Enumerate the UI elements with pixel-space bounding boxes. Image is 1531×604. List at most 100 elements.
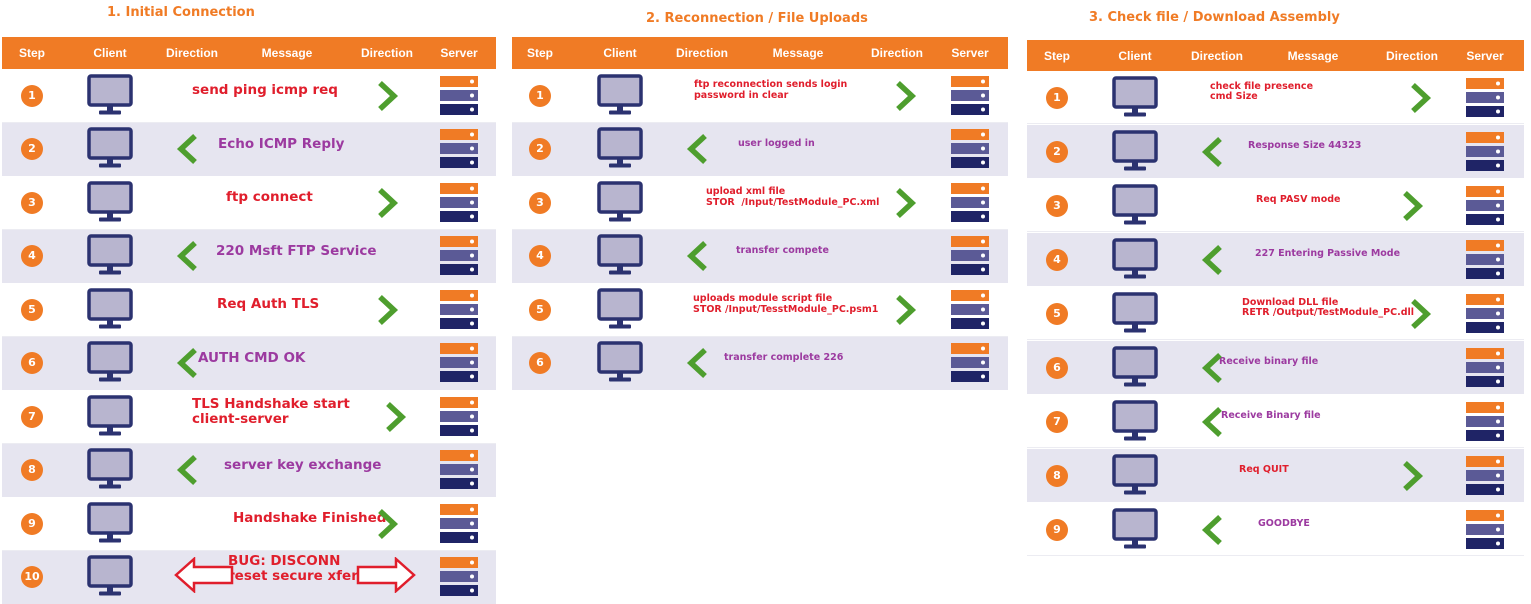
- header-client: Client: [603, 37, 636, 69]
- client-monitor-icon: [87, 341, 133, 383]
- client-monitor-icon: [87, 127, 133, 169]
- step-number-badge: 4: [529, 245, 551, 267]
- message-text: Handshake Finished: [233, 511, 386, 526]
- step-number-badge: 2: [529, 138, 551, 160]
- table-row: 6 transfer complete 226: [512, 337, 1008, 391]
- message-text: Req QUIT: [1239, 465, 1289, 476]
- message-text: TLS Handshake start client-server: [192, 397, 350, 427]
- arrow-right-icon: [1408, 298, 1432, 330]
- message-text: AUTH CMD OK: [198, 351, 305, 366]
- step-number-badge: 1: [1046, 87, 1068, 109]
- client-monitor-icon: [87, 502, 133, 544]
- client-monitor-icon: [1112, 130, 1158, 172]
- message-text: BUG: DISCONN reset secure xfer: [228, 554, 358, 584]
- message-text: Req PASV mode: [1256, 195, 1340, 206]
- server-icon: [1465, 401, 1505, 443]
- step-number-badge: 5: [1046, 303, 1068, 325]
- arrow-right-icon: [893, 294, 917, 326]
- message-text: Receive binary file: [1219, 357, 1318, 368]
- server-icon: [439, 289, 479, 331]
- message-text: Echo ICMP Reply: [218, 137, 344, 152]
- step-number-badge: 9: [1046, 519, 1068, 541]
- server-icon: [1465, 239, 1505, 281]
- arrow-right-icon: [383, 401, 407, 433]
- arrow-right-icon: [375, 508, 399, 540]
- arrow-right-icon: [1400, 190, 1424, 222]
- arrow-right-icon: [893, 187, 917, 219]
- step-number-badge: 6: [529, 352, 551, 374]
- table-row: 8 Req QUIT: [1027, 449, 1524, 502]
- client-monitor-icon: [87, 288, 133, 330]
- step-number-badge: 10: [21, 566, 43, 588]
- message-text: GOODBYE: [1258, 519, 1310, 530]
- server-icon: [439, 235, 479, 277]
- double-arrow-left-icon: [174, 557, 234, 593]
- step-number-badge: 5: [21, 299, 43, 321]
- server-icon: [439, 182, 479, 224]
- message-text: transfer complete 226: [724, 353, 843, 364]
- arrow-right-icon: [1400, 460, 1424, 492]
- step-number-badge: 8: [1046, 465, 1068, 487]
- client-monitor-icon: [597, 74, 643, 116]
- header-server: Server: [951, 37, 988, 69]
- header-client: Client: [93, 37, 126, 69]
- header-direction-left: Direction: [166, 37, 218, 69]
- message-text: Receive Binary file: [1221, 411, 1321, 422]
- arrow-left-icon: [176, 454, 200, 486]
- message-text: Req Auth TLS: [217, 297, 319, 312]
- server-icon: [950, 342, 990, 384]
- step-number-badge: 1: [21, 85, 43, 107]
- client-monitor-icon: [87, 448, 133, 490]
- table-row: 9 GOODBYE: [1027, 503, 1524, 556]
- server-icon: [950, 128, 990, 170]
- arrow-left-icon: [176, 347, 200, 379]
- message-text: server key exchange: [224, 458, 381, 473]
- client-monitor-icon: [597, 288, 643, 330]
- step-number-badge: 6: [1046, 357, 1068, 379]
- message-text: 227 Entering Passive Mode: [1255, 249, 1400, 260]
- client-monitor-icon: [1112, 76, 1158, 118]
- client-monitor-icon: [1112, 184, 1158, 226]
- client-monitor-icon: [597, 234, 643, 276]
- server-icon: [950, 289, 990, 331]
- header-client: Client: [1118, 40, 1151, 72]
- client-monitor-icon: [87, 74, 133, 116]
- message-text: transfer compete: [736, 246, 829, 257]
- message-text: uploads module script file STOR /Input/T…: [693, 294, 878, 315]
- header-server: Server: [1466, 40, 1503, 72]
- arrow-left-icon: [1201, 406, 1225, 438]
- server-icon: [439, 503, 479, 545]
- table-row: 4 transfer compete: [512, 230, 1008, 284]
- arrow-left-icon: [1201, 352, 1225, 384]
- arrow-right-icon: [375, 294, 399, 326]
- client-monitor-icon: [87, 555, 133, 597]
- message-text: upload xml file STOR /Input/TestModule_P…: [706, 187, 879, 208]
- message-text: ftp reconnection sends login password in…: [694, 80, 847, 101]
- client-monitor-icon: [87, 234, 133, 276]
- client-monitor-icon: [1112, 238, 1158, 280]
- server-icon: [950, 235, 990, 277]
- message-text: check file presence cmd Size: [1210, 82, 1313, 103]
- step-number-badge: 3: [21, 192, 43, 214]
- arrow-right-icon: [893, 80, 917, 112]
- server-icon: [439, 75, 479, 117]
- message-text: Download DLL file RETR /Output/TestModul…: [1242, 298, 1414, 319]
- step-number-badge: 8: [21, 459, 43, 481]
- panel-title: 2. Reconnection / File Uploads: [646, 11, 868, 26]
- server-icon: [1465, 455, 1505, 497]
- table-row: 5 Req Auth TLS: [2, 283, 496, 337]
- server-icon: [439, 128, 479, 170]
- server-icon: [1465, 131, 1505, 173]
